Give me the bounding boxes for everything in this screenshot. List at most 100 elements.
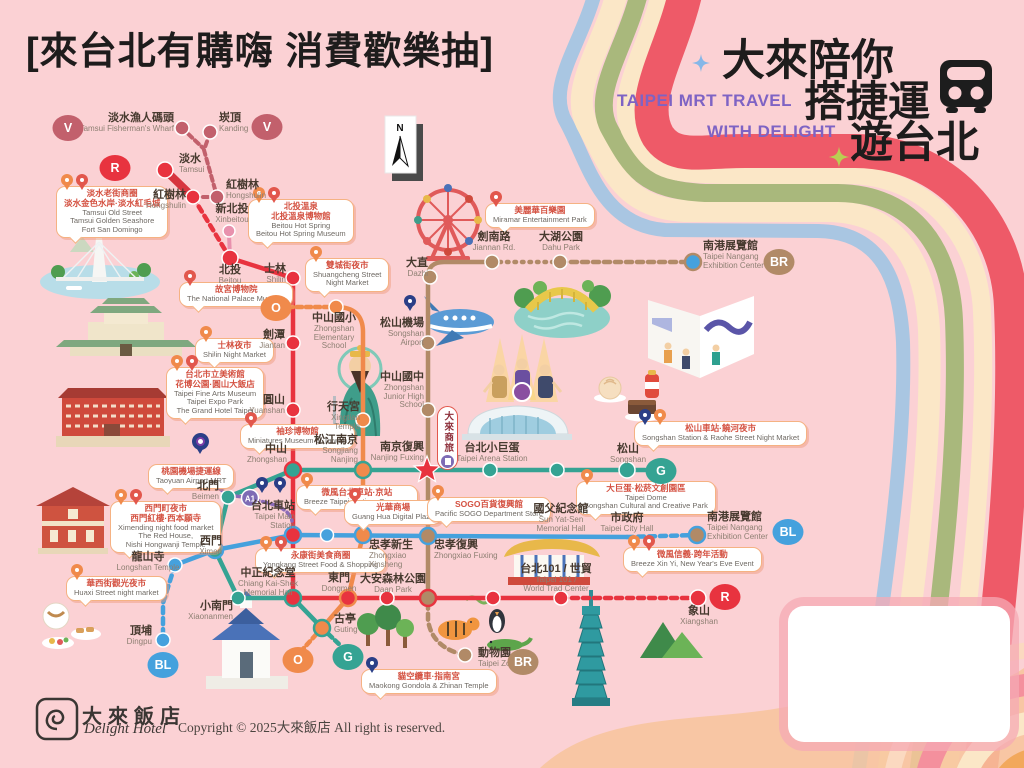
station-name-en: Nanjing Fuxing	[370, 452, 424, 462]
grand-hotel-illustration	[56, 388, 170, 447]
delight-hotel-logo	[35, 697, 79, 741]
bubble-text-en: Taipei Expo Park	[186, 397, 244, 407]
station-name-en: Zhongxiao	[369, 550, 407, 560]
station-name-en: Nanjing	[330, 454, 358, 464]
bubble-text-zh: 雙城街夜市	[325, 260, 369, 270]
bubble-text-en: Songshan Cultural and Creative Park	[584, 501, 708, 511]
station-name-en: Taipei Main	[254, 511, 295, 521]
bubble-text-zh: 北投溫泉	[283, 201, 318, 211]
station-name-zh: 頂埔	[130, 625, 152, 637]
station-name-zh: 忠孝新生	[369, 539, 413, 551]
poi-pin-red-icon	[490, 191, 502, 207]
interchange-dots	[205, 252, 707, 638]
bubble-text-en: Miniatures Museum of Taiwan	[248, 435, 348, 445]
bubble-text-zh: 袖珍博物館	[276, 426, 319, 436]
station-name-en: Tamsui	[179, 164, 205, 174]
bubble-text-en: Taipei Dome	[625, 492, 667, 502]
station-name-zh: 北投	[219, 264, 241, 276]
svg-text:A1: A1	[245, 495, 256, 504]
station-name-en: School	[399, 400, 424, 410]
station-name-en: Beitou	[218, 275, 242, 285]
bubble-text-en: Guang Hua Digital Plaza	[352, 511, 435, 521]
station-name-en: Dazhi	[407, 268, 428, 278]
taoyuan-mrt-pin-icon	[192, 433, 209, 454]
station-name-en: Exhibition Center	[703, 260, 764, 270]
station-name-zh: 中山國小	[312, 312, 356, 324]
station-name-en: Xinsheng	[369, 559, 403, 569]
station-name-en: Xinbeitou	[215, 214, 249, 224]
bubble-text-zh: 西門町夜市	[144, 503, 187, 513]
station-name-zh: 南京復興	[380, 441, 424, 453]
station-name-en: Zhongxiao Fuxing	[434, 550, 498, 560]
station-name-en: Taipei Nangang	[703, 251, 759, 261]
bubble-text-zh: 北投溫泉博物館	[271, 210, 331, 221]
slogan-zh-2: 搭捷運	[804, 78, 931, 125]
hotel-banner-label: 大來商旅	[442, 411, 454, 453]
station-name-zh: 市政府	[610, 512, 644, 524]
bubble-text-zh: 淡水老街商圈	[86, 188, 138, 198]
zoo-animals-illustration	[438, 595, 533, 651]
station-name-zh: 中山國中	[380, 371, 424, 383]
station-name-zh: 大湖公園	[539, 231, 583, 243]
expo-booth-illustration	[648, 296, 754, 378]
slogan-en-1: TAIPEI MRT TRAVEL	[617, 91, 793, 110]
taipei-101-illustration	[572, 590, 610, 706]
station-name-zh: 北門	[197, 480, 219, 492]
bubble-text-en: Yongkang Street Food & Shopping	[263, 559, 379, 569]
poi-pin-red-icon	[268, 187, 280, 203]
red-line-dash-1	[190, 194, 233, 261]
poi-pin-navy-icon	[639, 409, 651, 425]
station-name-en: Longshan Temple	[116, 562, 180, 572]
station-name-en: Junior High	[383, 391, 424, 401]
station-name-zh: 士林	[264, 263, 286, 275]
tamsui-bridge-illustration	[40, 236, 160, 299]
bubble-text-en: Tamsui Old Street	[82, 207, 142, 217]
station-name-en: Chiang Kai-Shek	[237, 578, 299, 588]
poi-pin-orange-icon	[115, 489, 127, 505]
station-name-en: Sun Yat-Sen	[538, 514, 584, 524]
poi-pin-orange-icon	[253, 187, 265, 203]
slogan-zh-1: 大來陪你	[722, 37, 894, 85]
slogan-zh-3: 遊台北	[850, 119, 979, 167]
station-name-zh: 中正紀念堂	[240, 567, 296, 579]
bubble-text-zh: 大巨蛋·松菸文創園區	[606, 483, 686, 493]
station-name-zh: 淡水漁人碼頭	[108, 112, 174, 124]
park-trees-illustration	[357, 604, 414, 648]
station-name-en: Guting	[334, 624, 358, 634]
line-badge-bl: BL	[147, 652, 179, 678]
bubble-text-en: Maokong Gondola & Zhinan Temple	[369, 680, 489, 690]
line-badge-br: BR	[507, 649, 539, 675]
station-name-zh: 象山	[688, 605, 710, 617]
bubble-text-en: Songshan Station & Raohe Street Night Ma…	[642, 432, 800, 442]
station-name-en: Songshan	[387, 328, 424, 338]
bubble-text-en: Breeze Xin Yi, New Year's Eve Event	[631, 558, 754, 568]
station-name-zh: 劍南路	[477, 231, 511, 243]
poi-pin-red-icon	[130, 489, 142, 505]
slogan-en-2: WITH DELIGHT	[707, 122, 836, 141]
station-name-zh: 動物園	[478, 647, 511, 659]
station-name-zh: 行天宮	[327, 401, 360, 413]
delight-hotel-banner: 大來商旅	[437, 406, 458, 470]
line-badge-r: R	[709, 584, 741, 610]
line-badge-v: V	[52, 115, 84, 141]
station-name-zh: 松山機場	[380, 317, 424, 329]
station-name-en: Xingtian	[331, 412, 360, 422]
